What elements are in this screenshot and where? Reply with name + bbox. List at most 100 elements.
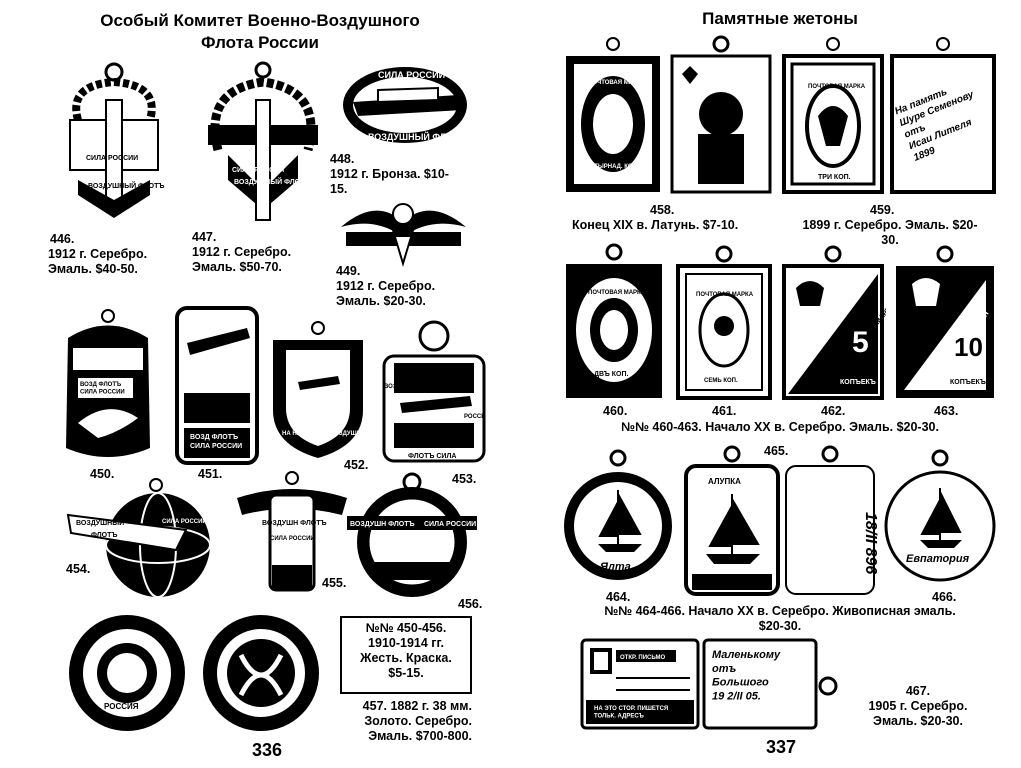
svg-text:РОССИ: РОССИ [464, 414, 486, 420]
badge-462-image: СБЕРЕГАТЕЛЬНАЯ МАРКА 5 КОПЪЕКЪ [782, 245, 886, 400]
badge-457-left-image: РОССИЯ [69, 615, 185, 731]
svg-text:ПОЧТОВАЯ МАРКА: ПОЧТОВАЯ МАРКА [588, 290, 646, 296]
svg-text:10: 10 [954, 332, 983, 362]
badge-455-image: ВОЗДУШН ФЛОТЪ СИЛА РОССИИ [237, 471, 347, 592]
item-448-number: 448. [330, 152, 355, 166]
item-459-caption: 1899 г. Серебро. Эмаль. $20- 30. [802, 218, 978, 247]
item-461-number: 461. [712, 404, 737, 418]
svg-text:ДВЪ КОП.: ДВЪ КОП. [594, 371, 628, 378]
left-page-number: 336 [252, 740, 283, 760]
svg-text:ВОЗДУШНЫЙ ФЛОТЪ: ВОЗДУШНЫЙ ФЛОТЪ [234, 177, 310, 186]
badge-465-back-image: 18/II 896 [785, 445, 878, 595]
svg-text:5: 5 [852, 326, 869, 359]
svg-text:ВОЗДУШНЫЙ ФЛОТЪ: ВОЗДУШНЫЙ ФЛОТЪ [368, 131, 467, 142]
badge-466-image: Евпатория [884, 449, 996, 582]
item-446-caption: 1912 г. Серебро. Эмаль. $40-50. [48, 247, 148, 276]
svg-text:ФЛОТЪ СИЛА: ФЛОТЪ СИЛА [408, 453, 456, 460]
svg-text:Евпатория: Евпатория [906, 553, 970, 565]
right-page-number: 337 [766, 737, 797, 757]
svg-text:ПОЧТОВАЯ МАРКА: ПОЧТОВАЯ МАРКА [808, 84, 866, 90]
svg-text:КОПЪЕКЪ: КОПЪЕКЪ [950, 379, 986, 386]
badge-452-image: НА НАРОДНЫЙ ВОЗДУШНЫЙ ФЛОТЪ [273, 321, 368, 458]
svg-text:ВОЗДУШНЫЙ: ВОЗДУШНЫЙ [76, 518, 124, 527]
badge-458-card-image [670, 35, 772, 194]
badge-454-image: ВОЗДУШНЫЙ ФЛОТЪ СИЛА РОССИИ [66, 478, 211, 598]
item-455-number: 455. [322, 576, 347, 590]
svg-text:КОПЪЕКЪ: КОПЪЕКЪ [840, 379, 876, 386]
item-448-caption: 1912 г. Бронза. $10- 15. [330, 167, 449, 196]
badge-457-right-image [203, 615, 319, 731]
svg-text:СИЛА РОССИИ: СИЛА РОССИИ [270, 536, 315, 542]
item-467-caption: 467. 1905 г. Серебро. Эмаль. $20-30. [868, 684, 968, 728]
svg-text:ВОЗДУШНЫЙ ФЛОТЪ: ВОЗДУШНЫЙ ФЛОТЪ [88, 181, 164, 190]
item-464-number: 464. [606, 590, 631, 604]
badge-463-image: СБЕРЕГАТЕЛЬНАЯ 10 КОПЪЕКЪ [896, 245, 994, 398]
item-452-number: 452. [344, 458, 369, 472]
badge-460-image: ПОЧТОВАЯ МАРКА ДВЪ КОП. [566, 243, 662, 398]
svg-text:Ялта: Ялта [599, 561, 631, 573]
item-454-number: 454. [66, 562, 91, 576]
left-page-title: Особый Комитет Военно-Воздушного Флота Р… [100, 11, 420, 52]
badge-448-image: СИЛА РОССИИ ВОЗДУШНЫЙ ФЛОТЪ [343, 67, 467, 143]
item-457-caption: 457. 1882 г. 38 мм. Золото. Серебро. Эма… [362, 699, 472, 743]
item-446-number: 446. [50, 232, 75, 246]
group-caption-464-466: №№ 464-466. Начало XX в. Серебро. Живопи… [604, 604, 956, 633]
svg-text:ВОЗДУШ: ВОЗДУШ [384, 384, 411, 390]
item-460-number: 460. [603, 404, 628, 418]
svg-text:СИЛА РОССИИ: СИЛА РОССИИ [378, 70, 445, 80]
svg-text:ФЛОТЪ: ФЛОТЪ [91, 532, 117, 539]
svg-text:РОССИЯ: РОССИЯ [104, 702, 139, 711]
item-459-number: 459. [870, 203, 895, 217]
svg-text:ОТКР. ПИСЬМО: ОТКР. ПИСЬМО [620, 655, 666, 661]
badge-464-image: Ялта [564, 449, 672, 580]
badge-459-stamp-image: ПОЧТОВАЯ МАРКА ТРИ КОП. [782, 37, 884, 194]
item-458-number: 458. [650, 203, 675, 217]
badge-459-engraved-image: На памятьШуре СеменовуотъИсаи Лителя1899 [890, 37, 996, 194]
right-page-title: Памятные жетоны [702, 9, 858, 28]
item-453-number: 453. [452, 472, 477, 486]
svg-text:СЕМЬ КОП.: СЕМЬ КОП. [704, 378, 738, 384]
badge-461-image: ПОЧТОВАЯ МАРКА СЕМЬ КОП. [676, 245, 772, 400]
group-caption-460-463: №№ 460-463. Начало XX в. Серебро. Эмаль.… [621, 420, 939, 434]
item-451-number: 451. [198, 467, 223, 481]
badge-447-image: СИЛА РОССИИ ВОЗДУШНЫЙ ФЛОТЪ [208, 61, 318, 221]
item-449-number: 449. [336, 264, 361, 278]
svg-text:18/II 896: 18/II 896 [862, 512, 878, 574]
badge-458-stamp-image: ПОЧТОВАЯ МАРКА ЧЕТЫРНАД. КОП. [566, 37, 660, 192]
svg-text:СИЛА РОССИИ: СИЛА РОССИИ [424, 521, 476, 528]
item-447-number: 447. [192, 230, 217, 244]
item-462-number: 462. [821, 404, 846, 418]
badge-446-image: СИЛА РОССИИ ВОЗДУШНЫЙ ФЛОТЪ [69, 62, 164, 218]
svg-text:СИЛА РОССИИ: СИЛА РОССИИ [162, 519, 207, 525]
item-465-number: 465. [764, 444, 789, 458]
svg-text:СИЛА РОССИИ: СИЛА РОССИИ [232, 167, 284, 174]
svg-text:АЛУПКА: АЛУПКА [708, 477, 741, 486]
badge-453-image: ВОЗДУШ ФЛОТЪ СИЛА РОССИ [382, 320, 486, 463]
item-466-number: 466. [932, 590, 957, 604]
item-463-number: 463. [934, 404, 959, 418]
svg-text:ПОЧТОВАЯ МАРКА: ПОЧТОВАЯ МАРКА [696, 292, 754, 298]
svg-text:ЧЕТЫРНАД. КОП.: ЧЕТЫРНАД. КОП. [586, 164, 639, 170]
item-458-caption: Конец XIX в. Латунь. $7-10. [572, 218, 739, 232]
svg-text:ВОЗДУШН ФЛОТЪ: ВОЗДУШН ФЛОТЪ [350, 521, 415, 528]
svg-text:СИЛА РОССИИ: СИЛА РОССИИ [86, 155, 138, 162]
badge-465-painted-image: АЛУПКА [684, 445, 780, 596]
svg-text:НА НАРОДНЫЙ ВОЗДУШНЫЙ ФЛОТЪ: НА НАРОДНЫЙ ВОЗДУШНЫЙ ФЛОТЪ [282, 429, 368, 437]
svg-text:ТРИ КОП.: ТРИ КОП. [818, 174, 851, 181]
svg-text:ПОЧТОВАЯ МАРКА: ПОЧТОВАЯ МАРКА [588, 80, 646, 86]
badge-456-image: ВОЗДУШН ФЛОТЪ СИЛА РОССИИ [347, 472, 477, 597]
item-447-caption: 1912 г. Серебро. Эмаль. $50-70. [192, 245, 292, 274]
item-450-number: 450. [90, 467, 115, 481]
item-449-caption: 1912 г. Серебро. Эмаль. $20-30. [336, 279, 436, 308]
svg-text:ВОЗДУШН ФЛОТЪ: ВОЗДУШН ФЛОТЪ [262, 520, 327, 527]
badge-449-image [341, 203, 466, 267]
group-box-450-456: №№ 450-456. 1910-1914 гг. Жесть. Краска.… [340, 616, 472, 694]
